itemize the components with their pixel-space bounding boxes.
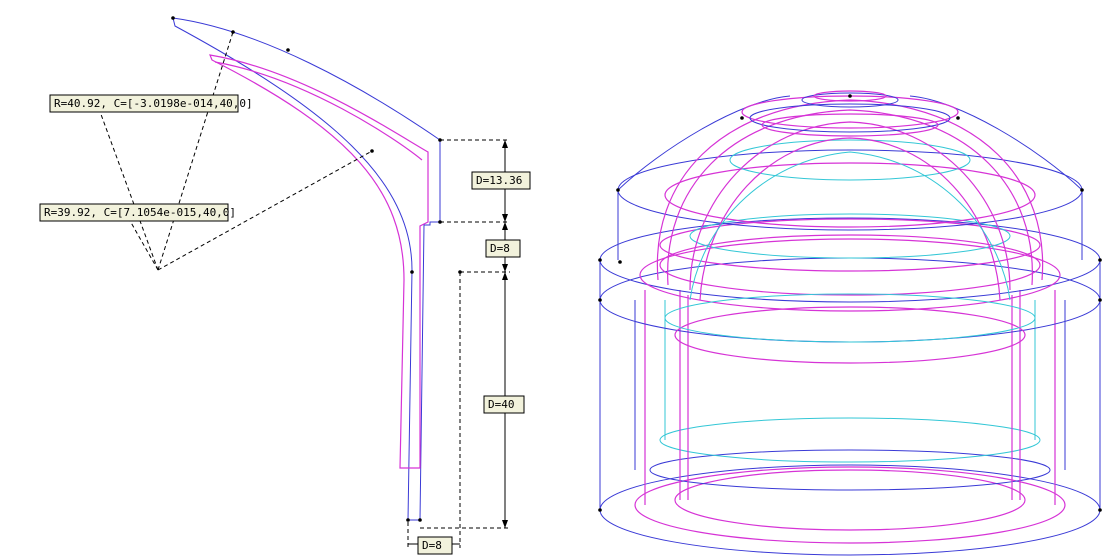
cyan-upper-ellipse [689,213,1011,259]
dim-label-8-b: D=8 [417,536,453,555]
point [410,270,414,274]
point [286,48,290,52]
ring-ellipse-c [639,238,1061,312]
inner-profile-curve [209,54,429,469]
point [370,149,374,153]
dimension-lines [408,140,508,545]
radius-construction-lines [94,31,373,271]
dim-label-8-a: D=8 [485,239,521,258]
dim-label-8-a-text: D=8 [490,242,510,255]
inner-offset-curve [214,61,423,161]
cap-ellipse-cyan [729,139,971,181]
radius-label-inner: R=39.92, C=[7.1054e-015,40,0] [39,203,236,222]
top-opening-mid [749,103,951,133]
profile-view: R=40.92, C=[-3.0198e-014,40,0] R=39.92, … [39,16,531,555]
ring-ellipse-e [674,306,1026,364]
dome-curves [617,95,1083,301]
dim-label-13-36-text: D=13.36 [476,174,522,187]
dim-label-40: D=40 [483,395,525,414]
wireframe-points [598,94,1102,512]
ring-ellipse-b [599,217,1101,303]
dim-label-13-36: D=13.36 [471,171,531,190]
profile-points [171,16,462,522]
point [418,518,422,522]
base-ellipse-mid [634,466,1066,544]
point [406,518,410,522]
top-opening-inner [761,113,939,137]
ring-ellipse-d [659,234,1041,296]
top-opening-core [801,92,899,108]
cyan-mid-ellipse [664,293,1036,343]
point [231,30,235,34]
radius-label-inner-text: R=39.92, C=[7.1054e-015,40,0] [44,206,236,219]
cap-ellipse-mag [664,162,1036,228]
cyan-lower-ellipse [659,417,1041,463]
dim-label-8-b-text: D=8 [422,539,442,552]
ring-ellipse-f [659,218,1041,272]
radius-label-outer: R=40.92, C=[-3.0198e-014,40,0] [49,94,253,113]
base-ellipse-outer [599,464,1101,556]
dim-label-40-text: D=40 [488,398,515,411]
point [171,16,175,20]
dimension-extension-lines [407,139,510,548]
radius-label-outer-text: R=40.92, C=[-3.0198e-014,40,0] [54,97,253,110]
base-ellipse-core [649,449,1051,491]
wireframe-view [598,90,1102,556]
top-opening-dark [813,90,887,102]
base-ellipse-inner [674,469,1026,531]
